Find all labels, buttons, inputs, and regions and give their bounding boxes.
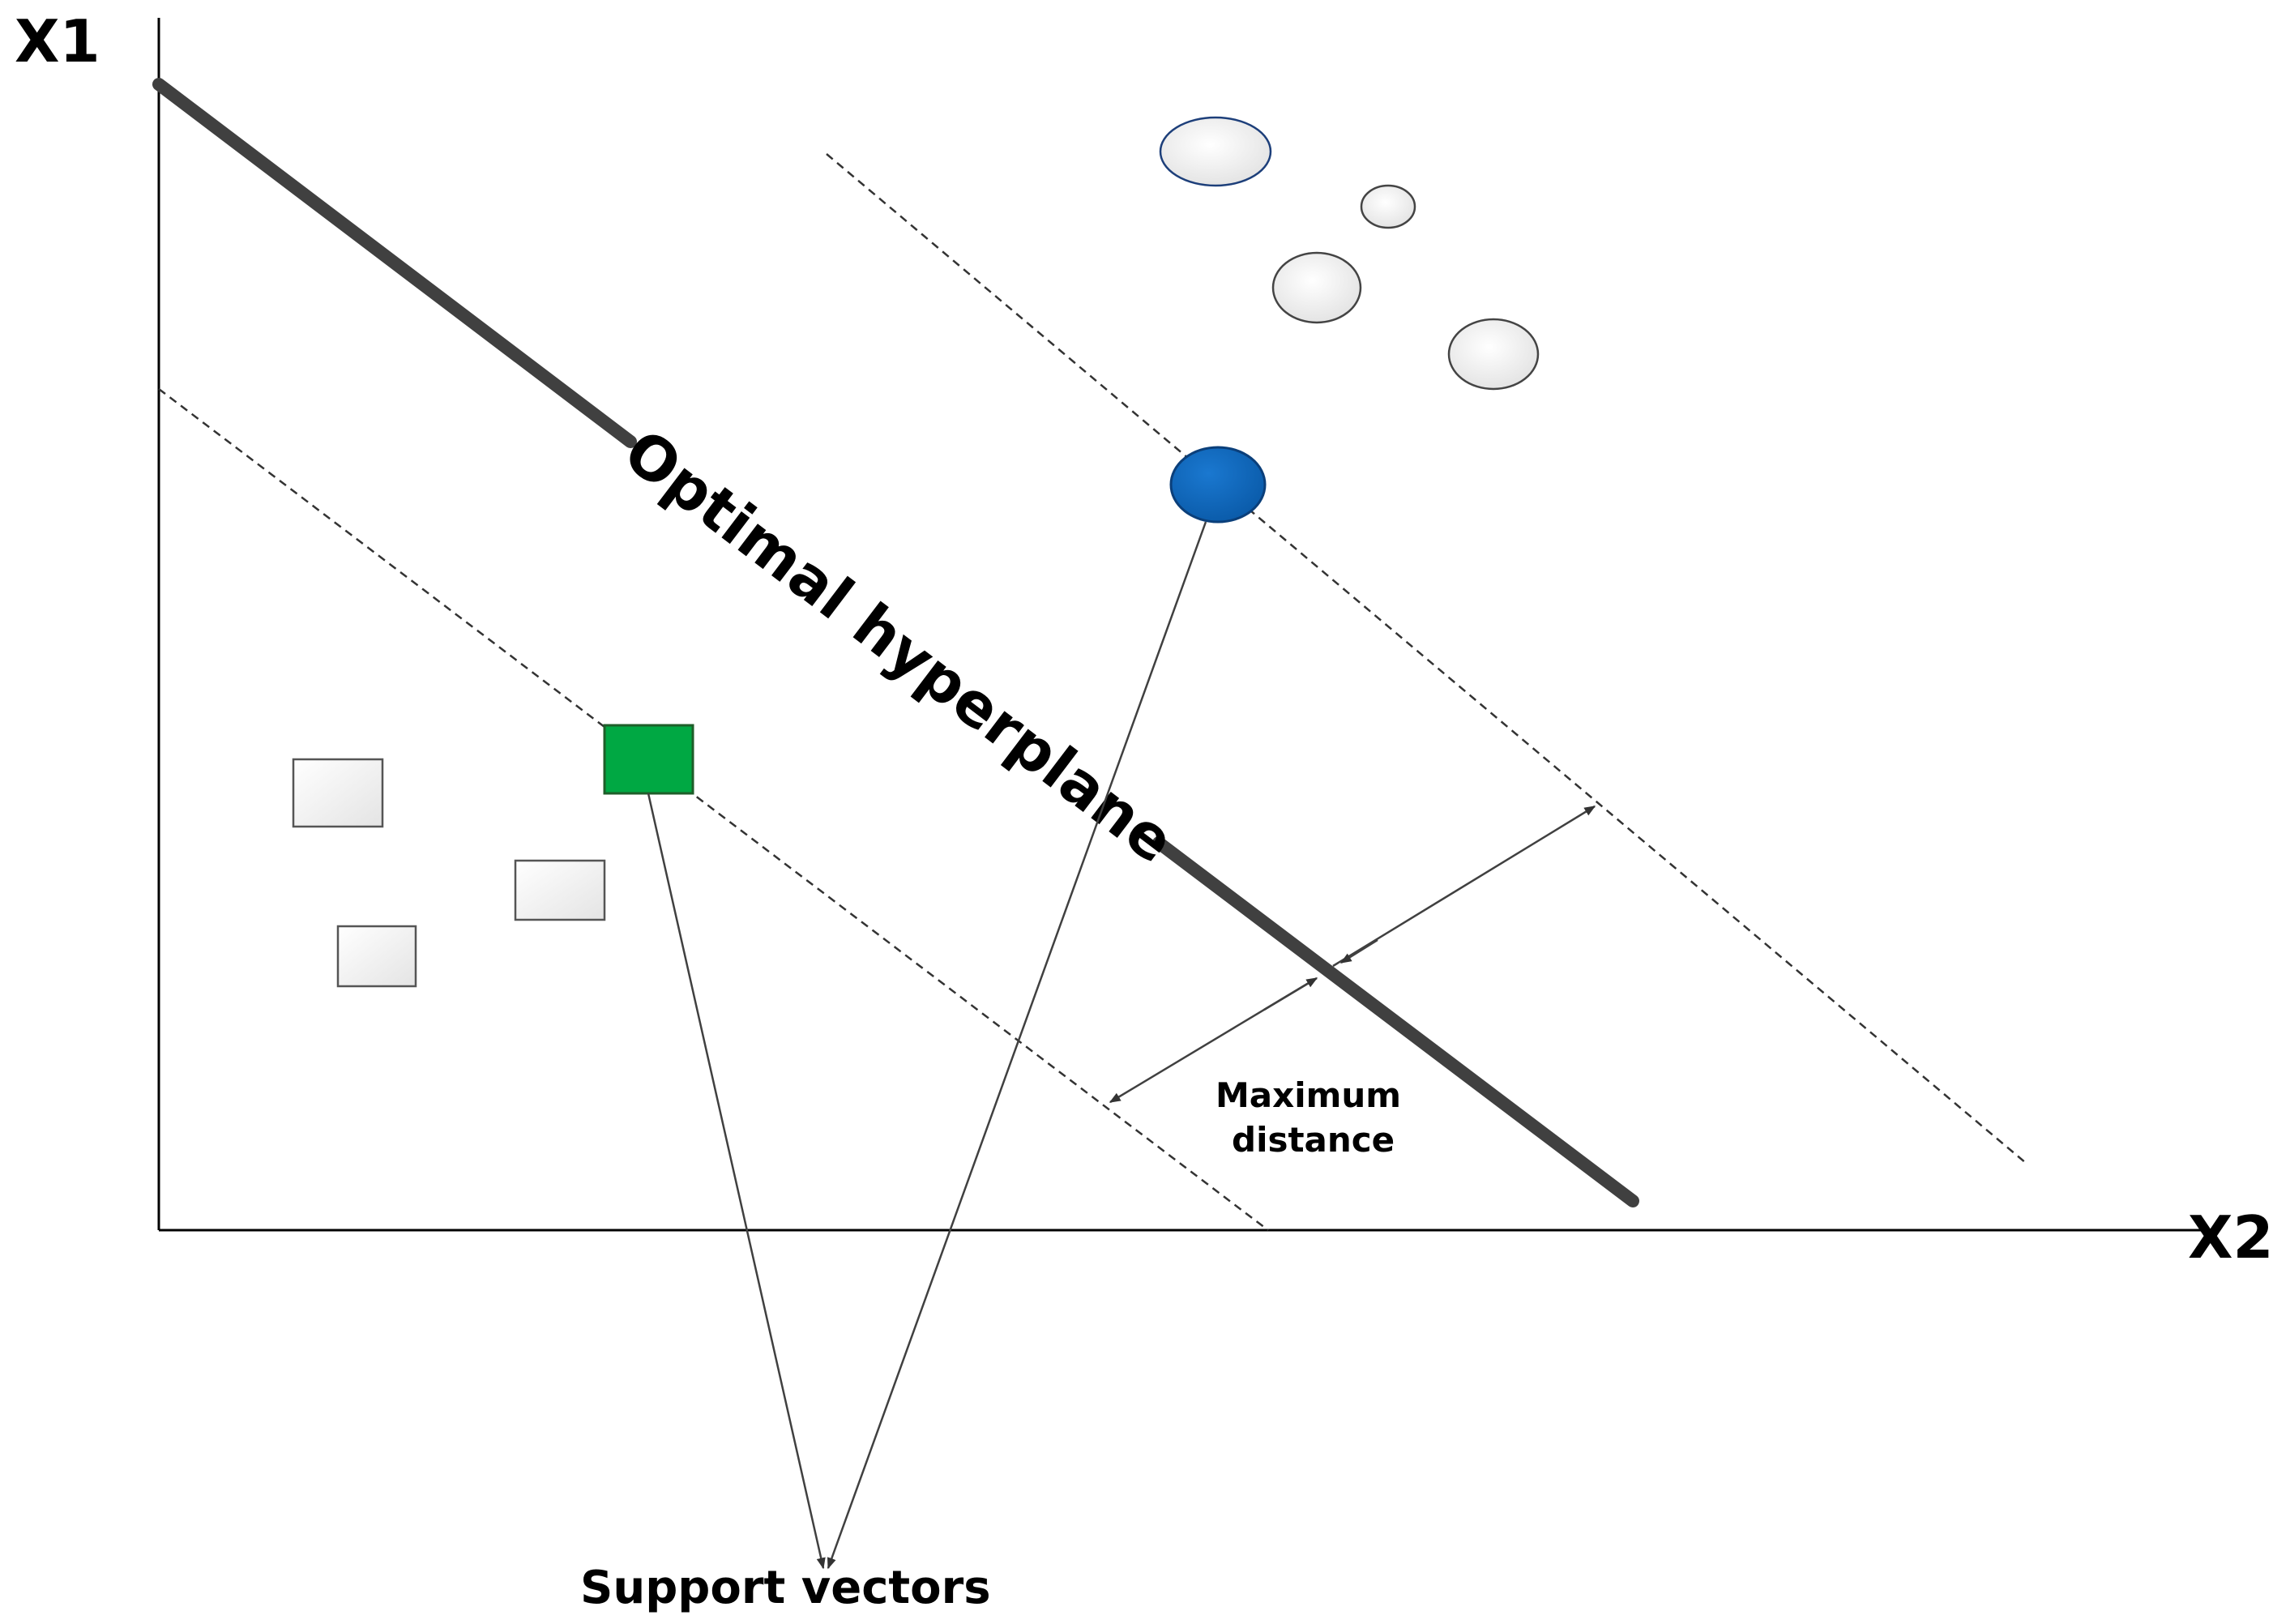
square-point (292, 758, 384, 828)
hyperplane-label: Optimal hyperplane (611, 417, 1186, 877)
upper-margin-line (826, 153, 2027, 1164)
hyperplane-line-lower (1152, 836, 1639, 1207)
square-point (514, 859, 606, 921)
circle-support-vector (1169, 446, 1267, 524)
y-axis-label: X1 (15, 7, 100, 75)
support-vector-pointer-square (647, 793, 826, 1570)
hyperplane-line-upper (152, 78, 637, 448)
circle-point (1271, 251, 1362, 324)
square-support-vector (603, 724, 694, 795)
support-vectors-label: Support vectors (580, 1562, 991, 1614)
max-distance-label-line1: Maximum (1215, 1075, 1401, 1115)
max-distance-label-line2: distance (1232, 1120, 1395, 1160)
circle-point (1360, 184, 1416, 229)
circle-point (1447, 318, 1540, 391)
square-point (336, 925, 417, 988)
lower-margin-line (158, 388, 1269, 1231)
max-distance-arrow-upper-back (1339, 938, 1378, 964)
max-distance-arrow-upper (1332, 805, 1596, 968)
max-distance-arrow-lower-back (1263, 977, 1318, 1011)
support-vector-pointer-circle (827, 521, 1207, 1570)
circle-point (1159, 116, 1272, 187)
x-axis-label: X2 (2188, 1203, 2274, 1271)
